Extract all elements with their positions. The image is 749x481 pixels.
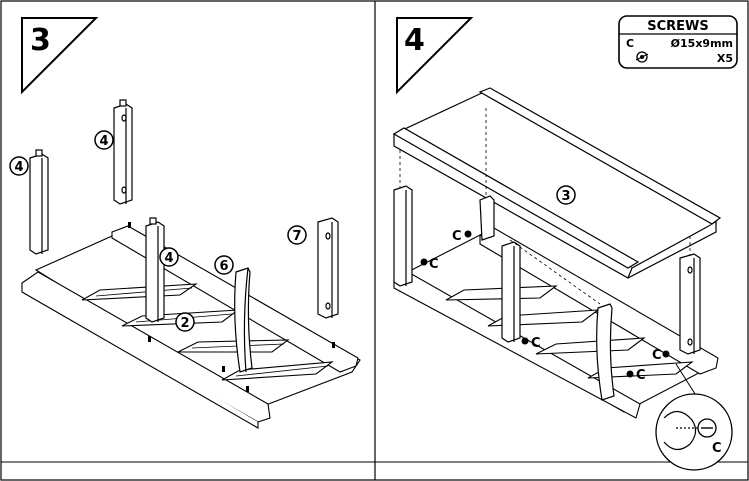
svg-text:6: 6: [219, 259, 228, 274]
leg-back-left: [479, 195, 495, 241]
callout-3: 3: [556, 185, 576, 205]
step-3-badge: 3: [21, 17, 99, 95]
screw-c-1: C: [452, 229, 472, 244]
callout-2: 2: [175, 312, 195, 332]
svg-text:4: 4: [99, 134, 108, 149]
top-board-part-3: [392, 87, 722, 279]
svg-text:2: 2: [180, 316, 189, 331]
leg-part-4-middle: [113, 99, 133, 205]
assembled-frame: [393, 227, 719, 419]
leg-part-4-attached: [145, 217, 165, 323]
callout-4-attached: 4: [159, 247, 179, 267]
leg-back-right: [679, 253, 701, 355]
screws-box-letter: C: [626, 37, 634, 50]
cam-lock-detail: C: [655, 363, 733, 471]
cam-lock-icon: [635, 51, 649, 63]
dowel-pins: [128, 222, 335, 392]
step-4-badge: 4: [396, 17, 474, 95]
leg-front-left: [393, 185, 413, 287]
screw-c-3: C: [521, 336, 541, 351]
leg-curved: [596, 303, 615, 401]
leg-part-4-left: [29, 149, 49, 255]
leg-part-6-curved: [234, 267, 253, 373]
svg-text:C: C: [652, 348, 662, 363]
callout-4-left: 4: [9, 156, 29, 176]
svg-text:C: C: [636, 368, 646, 383]
svg-text:4: 4: [164, 251, 173, 266]
callout-6: 6: [214, 255, 234, 275]
screw-c-2: C: [420, 257, 439, 272]
screws-box: SCREWS C Ø15x9mm X5: [618, 15, 738, 69]
svg-text:C: C: [429, 257, 439, 272]
step-3-number: 3: [30, 23, 51, 58]
screw-c-5: C: [626, 368, 646, 383]
callout-7: 7: [287, 225, 307, 245]
step-4-panel: 4 SCREWS C Ø15x9mm X5 3: [392, 15, 738, 471]
step-4-legs: [393, 185, 701, 401]
screws-box-title: SCREWS: [647, 19, 709, 34]
svg-text:4: 4: [14, 160, 23, 175]
screw-c-4: C: [652, 348, 670, 363]
leg-part-7: [317, 217, 339, 319]
leg-front-middle: [501, 241, 521, 343]
screws-box-qty: X5: [717, 52, 733, 65]
svg-text:7: 7: [292, 229, 301, 244]
svg-text:C: C: [452, 229, 462, 244]
screws-box-size: Ø15x9mm: [671, 37, 733, 50]
detail-label: C: [712, 441, 722, 456]
svg-text:C: C: [531, 336, 541, 351]
step-4-number: 4: [404, 23, 425, 58]
svg-text:3: 3: [561, 189, 570, 204]
callout-4-middle: 4: [94, 130, 114, 150]
step-3-panel: 3: [9, 17, 361, 429]
alignment-guides: [399, 108, 691, 305]
